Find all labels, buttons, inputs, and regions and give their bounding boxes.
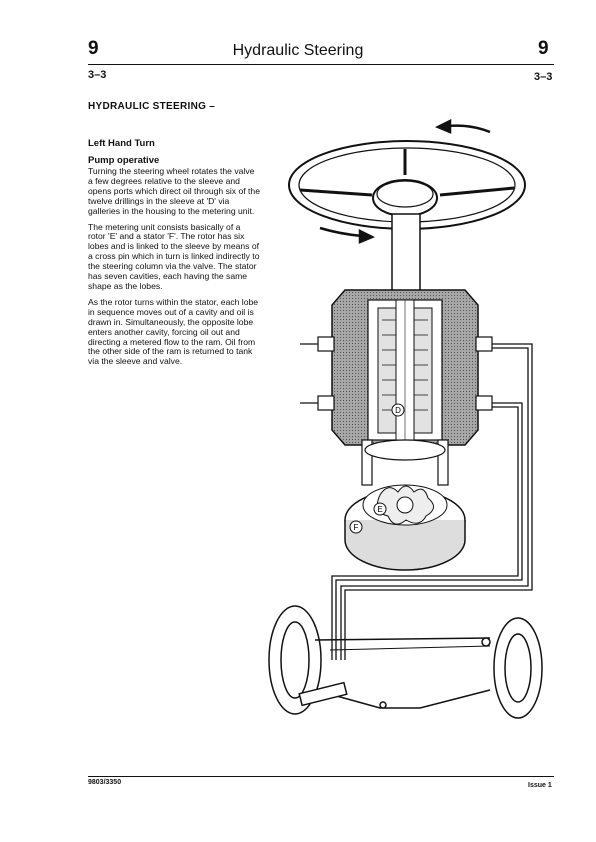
text-column: Left Hand Turn Pump operative Turning th… (88, 138, 260, 373)
drive-shaft (361, 439, 449, 486)
label-f: F (349, 520, 363, 534)
label-e: E (373, 502, 387, 516)
steering-column (391, 213, 421, 301)
hydraulic-pipes (300, 343, 533, 660)
front-axle (268, 605, 543, 719)
paragraph-1: Turning the steering wheel rotates the v… (88, 166, 260, 216)
housing-ports (317, 336, 493, 411)
chapter-number-left: 9 (88, 38, 99, 59)
svg-text:D: D (395, 406, 401, 415)
page-number-right: 3–3 (534, 71, 553, 83)
page-number-left: 3–3 (88, 69, 107, 81)
steering-wheel (288, 140, 526, 230)
section-heading: HYDRAULIC STEERING – (88, 101, 216, 112)
chapter-number-right: 9 (538, 38, 549, 59)
issue-number: Issue 1 (528, 782, 552, 789)
valve-housing (331, 289, 479, 446)
subheading: Left Hand Turn (88, 138, 155, 149)
paragraph-2: The metering unit consists basically of … (88, 221, 260, 291)
document-number: 9803/3350 (88, 779, 122, 786)
paragraph-3: As the rotor turns within the stator, ea… (88, 296, 259, 367)
metering-unit (344, 484, 466, 571)
footer-rule (88, 776, 554, 777)
header-rule (88, 64, 554, 65)
page-title: Hydraulic Steering (232, 42, 364, 59)
label-d: D (391, 403, 405, 417)
rotation-arrow-bottom (319, 226, 376, 244)
rotation-arrow-top (434, 118, 491, 134)
svg-text:E: E (377, 505, 382, 514)
steering-diagram: D E F (268, 118, 543, 719)
subsubheading: Pump operative (88, 155, 160, 166)
svg-text:F: F (354, 523, 359, 532)
